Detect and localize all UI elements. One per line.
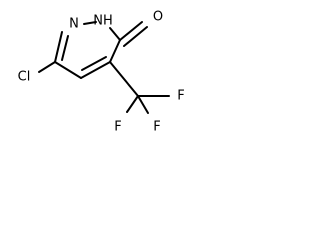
bond-n2-nh <box>83 21 97 25</box>
bond-c3-o <box>119 21 143 41</box>
bond-c6-n1 <box>54 31 63 63</box>
bond-c6-n1-double <box>61 35 69 61</box>
atom-o: O <box>153 10 163 25</box>
bond-c6-cl <box>38 61 56 73</box>
bond-cf3-f3 <box>137 95 149 114</box>
atom-f2: F <box>114 120 121 135</box>
bond-nh-c3 <box>109 27 121 41</box>
pyridazinone-structure: N NH O Cl F F F <box>18 10 185 135</box>
bond-c4-c5 <box>80 61 111 79</box>
atom-f1: F <box>177 89 184 104</box>
bond-c4-c5-double <box>81 56 107 71</box>
bond-cf3-f2 <box>126 95 139 113</box>
atom-cl: Cl <box>18 70 31 85</box>
bond-c3-c4 <box>109 39 121 63</box>
bond-c5-c6 <box>54 61 82 79</box>
bond-c3-o-double <box>123 26 148 47</box>
atom-n2: N <box>69 17 79 32</box>
atom-nh: NH <box>93 14 113 29</box>
bond-c4-cf3 <box>109 61 139 97</box>
atom-f3: F <box>153 120 160 135</box>
